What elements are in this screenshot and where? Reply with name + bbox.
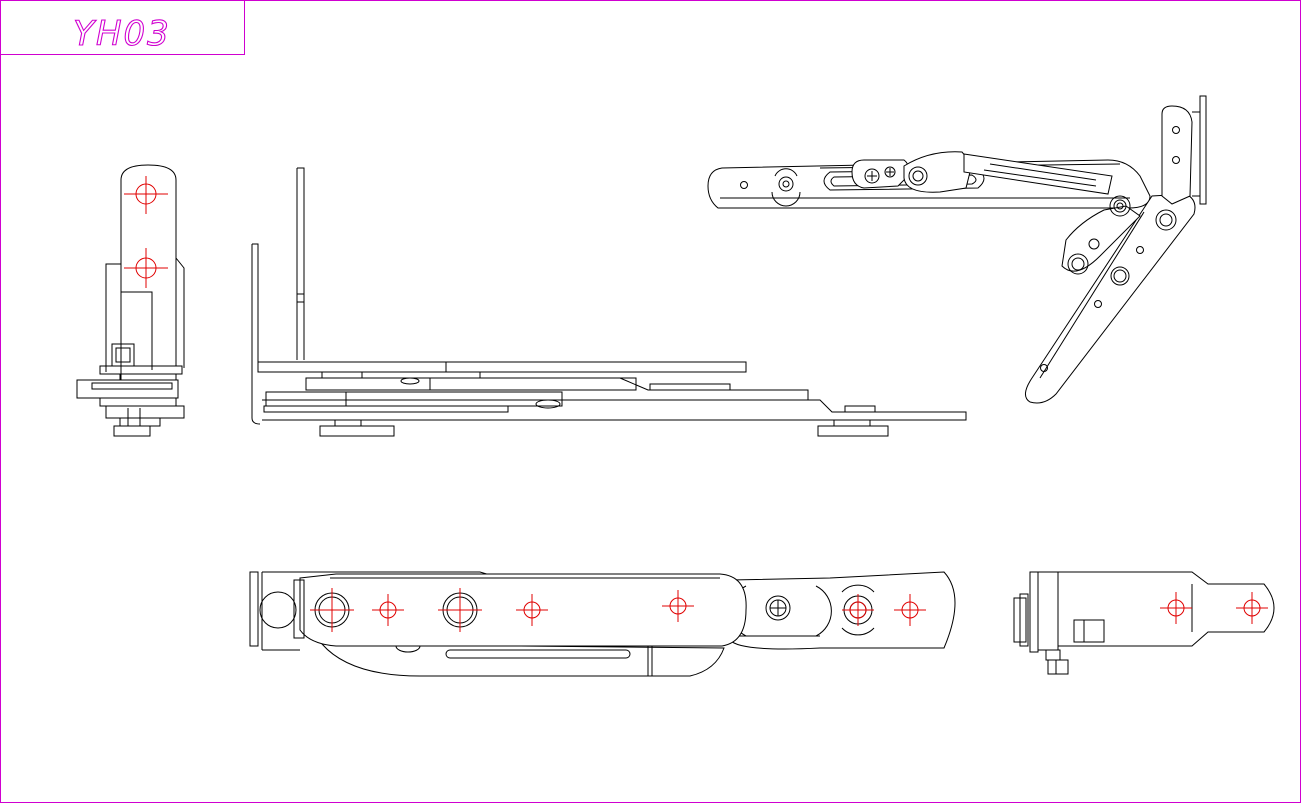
centerline bbox=[124, 176, 168, 214]
isometric-view bbox=[707, 95, 1207, 404]
title-block: YH03 bbox=[0, 0, 245, 55]
front-view bbox=[251, 167, 967, 437]
side-view-left bbox=[76, 164, 185, 437]
side-view-right bbox=[1013, 571, 1275, 675]
plan-view bbox=[249, 571, 956, 677]
drawing-title: YH03 bbox=[73, 14, 171, 54]
centerline bbox=[124, 248, 168, 288]
